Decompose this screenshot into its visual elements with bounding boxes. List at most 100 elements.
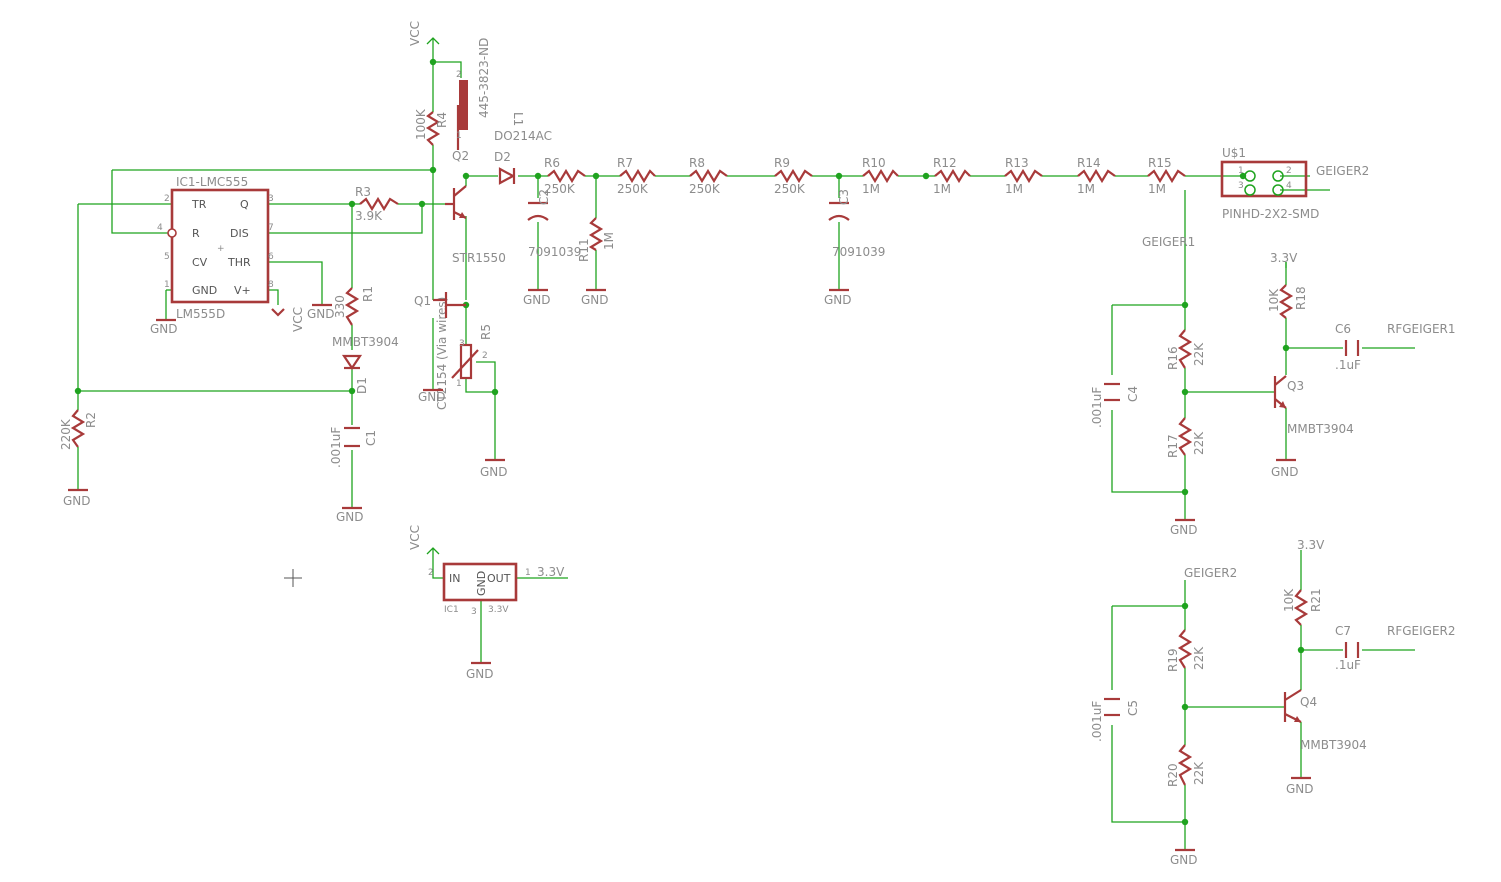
ic1-pin-cv: CV xyxy=(192,256,208,269)
r2-value: 220K xyxy=(59,418,73,450)
r9-value: 250K xyxy=(774,182,806,196)
resistor-r8[interactable]: R8 250K xyxy=(689,156,728,196)
ic1-lmc555[interactable]: IC1-LMC555 LM555D TR Q R DIS CV THR GND … xyxy=(157,175,274,321)
connector-u1[interactable]: U$1 PINHD-2X2-SMD 1 2 3 4 xyxy=(1220,146,1319,221)
c5-name: C5 xyxy=(1126,700,1140,716)
resistor-r19[interactable]: R19 22K xyxy=(1166,629,1206,672)
r21-name: R21 xyxy=(1309,588,1323,612)
capacitor-c7[interactable]: C7 .1uF xyxy=(1335,624,1361,672)
resistor-r16[interactable]: R16 22K xyxy=(1166,329,1206,370)
c7-name: C7 xyxy=(1335,624,1351,638)
c6-name: C6 xyxy=(1335,322,1351,336)
vcc-label-reg: VCC xyxy=(408,525,422,550)
resistor-r11[interactable]: R11 1M xyxy=(577,217,616,262)
ic1-pin-gnd: GND xyxy=(192,284,217,297)
capacitor-c4[interactable]: .001uF C4 xyxy=(1090,382,1140,428)
resistor-r5-trimmer[interactable]: CT2154 (Via wires) R5 3 2 1 xyxy=(435,297,493,410)
u1-value: PINHD-2X2-SMD xyxy=(1222,207,1319,221)
resistor-r10[interactable]: R10 1M xyxy=(862,156,899,196)
r10-name: R10 xyxy=(862,156,886,170)
resistor-r18[interactable]: 10K R18 xyxy=(1267,284,1308,319)
net-geiger2-top: GEIGER2 xyxy=(1316,164,1369,178)
q1-name: Q1 xyxy=(414,294,431,308)
resistor-r9[interactable]: R9 250K xyxy=(774,156,813,196)
ic1-origin-cross: + xyxy=(217,244,225,254)
u1-pin4: 4 xyxy=(1286,181,1292,191)
wires xyxy=(77,38,1415,850)
r1-name: R1 xyxy=(361,286,375,302)
net-geiger2: GEIGER2 xyxy=(1184,566,1237,580)
supply-vcc-top: VCC xyxy=(408,21,440,46)
q2-value: STR1550 xyxy=(452,251,506,265)
transistor-q3[interactable]: Q3 MMBT3904 xyxy=(1273,375,1354,436)
capacitor-c1[interactable]: .001uF C1 xyxy=(329,427,378,468)
q2-name: Q2 xyxy=(452,149,469,163)
net-geiger1: GEIGER1 xyxy=(1142,235,1195,249)
vcc-label-top: VCC xyxy=(408,21,422,46)
r20-value: 22K xyxy=(1192,761,1206,785)
transistor-q2[interactable]: Q2 STR1550 xyxy=(445,149,506,265)
r1-value: 330 xyxy=(333,295,347,318)
crosshair-cursor-icon xyxy=(284,569,302,587)
l1-inductor[interactable]: 445-3823-ND L1 2 1 xyxy=(456,38,525,150)
r7-name: R7 xyxy=(617,156,633,170)
capacitor-c6[interactable]: C6 .1uF xyxy=(1335,322,1361,372)
capacitor-c2[interactable]: 7091039 C2 xyxy=(527,189,581,259)
resistor-r15[interactable]: R15 1M xyxy=(1147,156,1186,196)
resistor-r7[interactable]: R7 250K xyxy=(617,156,656,196)
resistor-r14[interactable]: R14 1M xyxy=(1077,156,1116,196)
gnd-reg: GND xyxy=(466,667,494,681)
resistor-r12[interactable]: R12 1M xyxy=(933,156,971,196)
resistor-r6[interactable]: R6 250K xyxy=(544,156,586,196)
r16-value: 22K xyxy=(1192,342,1206,366)
resistor-r21[interactable]: 10K R21 xyxy=(1282,588,1323,626)
ic1-pinnum-6: 6 xyxy=(268,252,274,262)
ic-regulator[interactable]: IN GND OUT IC1 3.3V 2 3 1 3.3V xyxy=(428,562,565,617)
l1-value: 445-3823-ND xyxy=(477,38,491,118)
gnd-555: GND xyxy=(150,322,178,336)
resistor-r17[interactable]: R17 22K xyxy=(1166,417,1206,458)
r6-name: R6 xyxy=(544,156,560,170)
reg-pin-in: IN xyxy=(449,572,460,585)
r5-pin2: 2 xyxy=(482,351,488,361)
ic1-pinnum-5: 5 xyxy=(164,252,170,262)
q4-value: MMBT3904 xyxy=(1300,738,1367,752)
d1-name: D1 xyxy=(355,377,369,394)
transistor-q1[interactable]: Q1 xyxy=(414,292,466,318)
r19-name: R19 xyxy=(1166,648,1180,672)
resistor-r4[interactable]: 100K R4 xyxy=(414,108,449,146)
resistor-r2[interactable]: 220K R2 xyxy=(59,409,98,490)
r5-pin1: 1 xyxy=(456,379,462,389)
r2-name: R2 xyxy=(84,412,98,428)
diode-d1[interactable]: MMBT3904 D1 xyxy=(332,335,399,394)
c7-value: .1uF xyxy=(1335,658,1361,672)
d2-name: D2 xyxy=(494,150,511,164)
r12-value: 1M xyxy=(933,182,951,196)
ic1-pin-dis: DIS xyxy=(230,227,249,240)
resistor-r20[interactable]: R20 22K xyxy=(1166,744,1206,787)
gnd-r2: GND xyxy=(63,494,91,508)
c2-value: 7091039 xyxy=(528,245,581,259)
r12-name: R12 xyxy=(933,156,957,170)
r15-name: R15 xyxy=(1148,156,1172,170)
resistor-r1[interactable]: 330 R1 xyxy=(333,286,375,326)
capacitor-c3[interactable]: 7091039 C3 xyxy=(828,189,885,259)
resistor-r13[interactable]: R13 1M xyxy=(1004,156,1043,196)
capacitor-c5[interactable]: .001uF C5 xyxy=(1090,697,1140,742)
transistor-q4[interactable]: Q4 MMBT3904 xyxy=(1283,689,1367,752)
r13-name: R13 xyxy=(1005,156,1029,170)
diode-d2[interactable]: DO214AC D2 xyxy=(494,129,552,185)
resistor-r3[interactable]: R3 3.9K xyxy=(355,185,399,223)
u1-name: U$1 xyxy=(1222,146,1246,160)
c2-name: C2 xyxy=(537,189,551,205)
ic1-pinnum-7: 7 xyxy=(268,223,274,233)
r5-name: R5 xyxy=(479,324,493,340)
c4-value: .001uF xyxy=(1090,387,1104,428)
r11-value: 1M xyxy=(602,232,616,250)
ic1-pin-vplus: V+ xyxy=(234,284,251,297)
r20-name: R20 xyxy=(1166,763,1180,787)
net-rfgeiger2: RFGEIGER2 xyxy=(1387,624,1456,638)
gnd-c3: GND xyxy=(824,293,852,307)
v33-label-2: 3.3V xyxy=(1297,538,1325,552)
